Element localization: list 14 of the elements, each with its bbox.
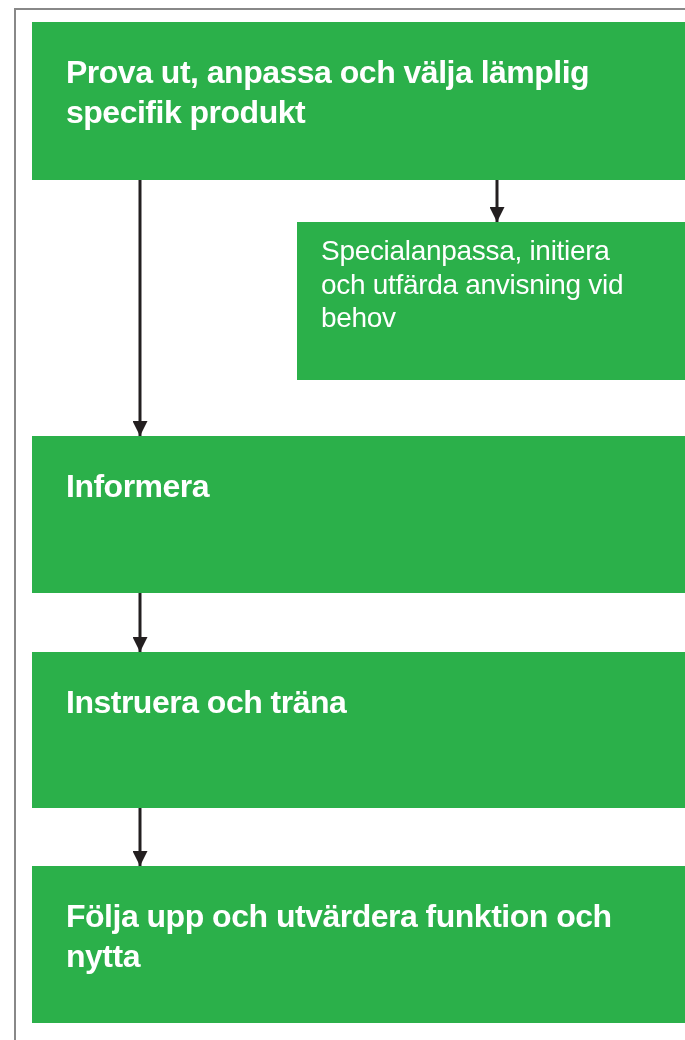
arrow (489, 180, 505, 222)
step-text: Specialanpassa, initiera och utfärda anvisning vid behov (321, 234, 625, 335)
step-text: Prova ut, anpassa och välja lämplig specifik produkt (66, 53, 591, 132)
process-box (32, 22, 685, 180)
process-box (32, 436, 685, 593)
arrow (132, 593, 148, 652)
step-text: Instruera och träna (66, 683, 348, 722)
arrow (132, 180, 148, 436)
arrow (132, 808, 148, 866)
step-text: Följa upp och utvärdera funktion och nytta (66, 897, 613, 976)
process-box (297, 222, 685, 380)
process-box (32, 866, 685, 1023)
process-box (32, 652, 685, 808)
step-text: Informera (66, 467, 211, 506)
